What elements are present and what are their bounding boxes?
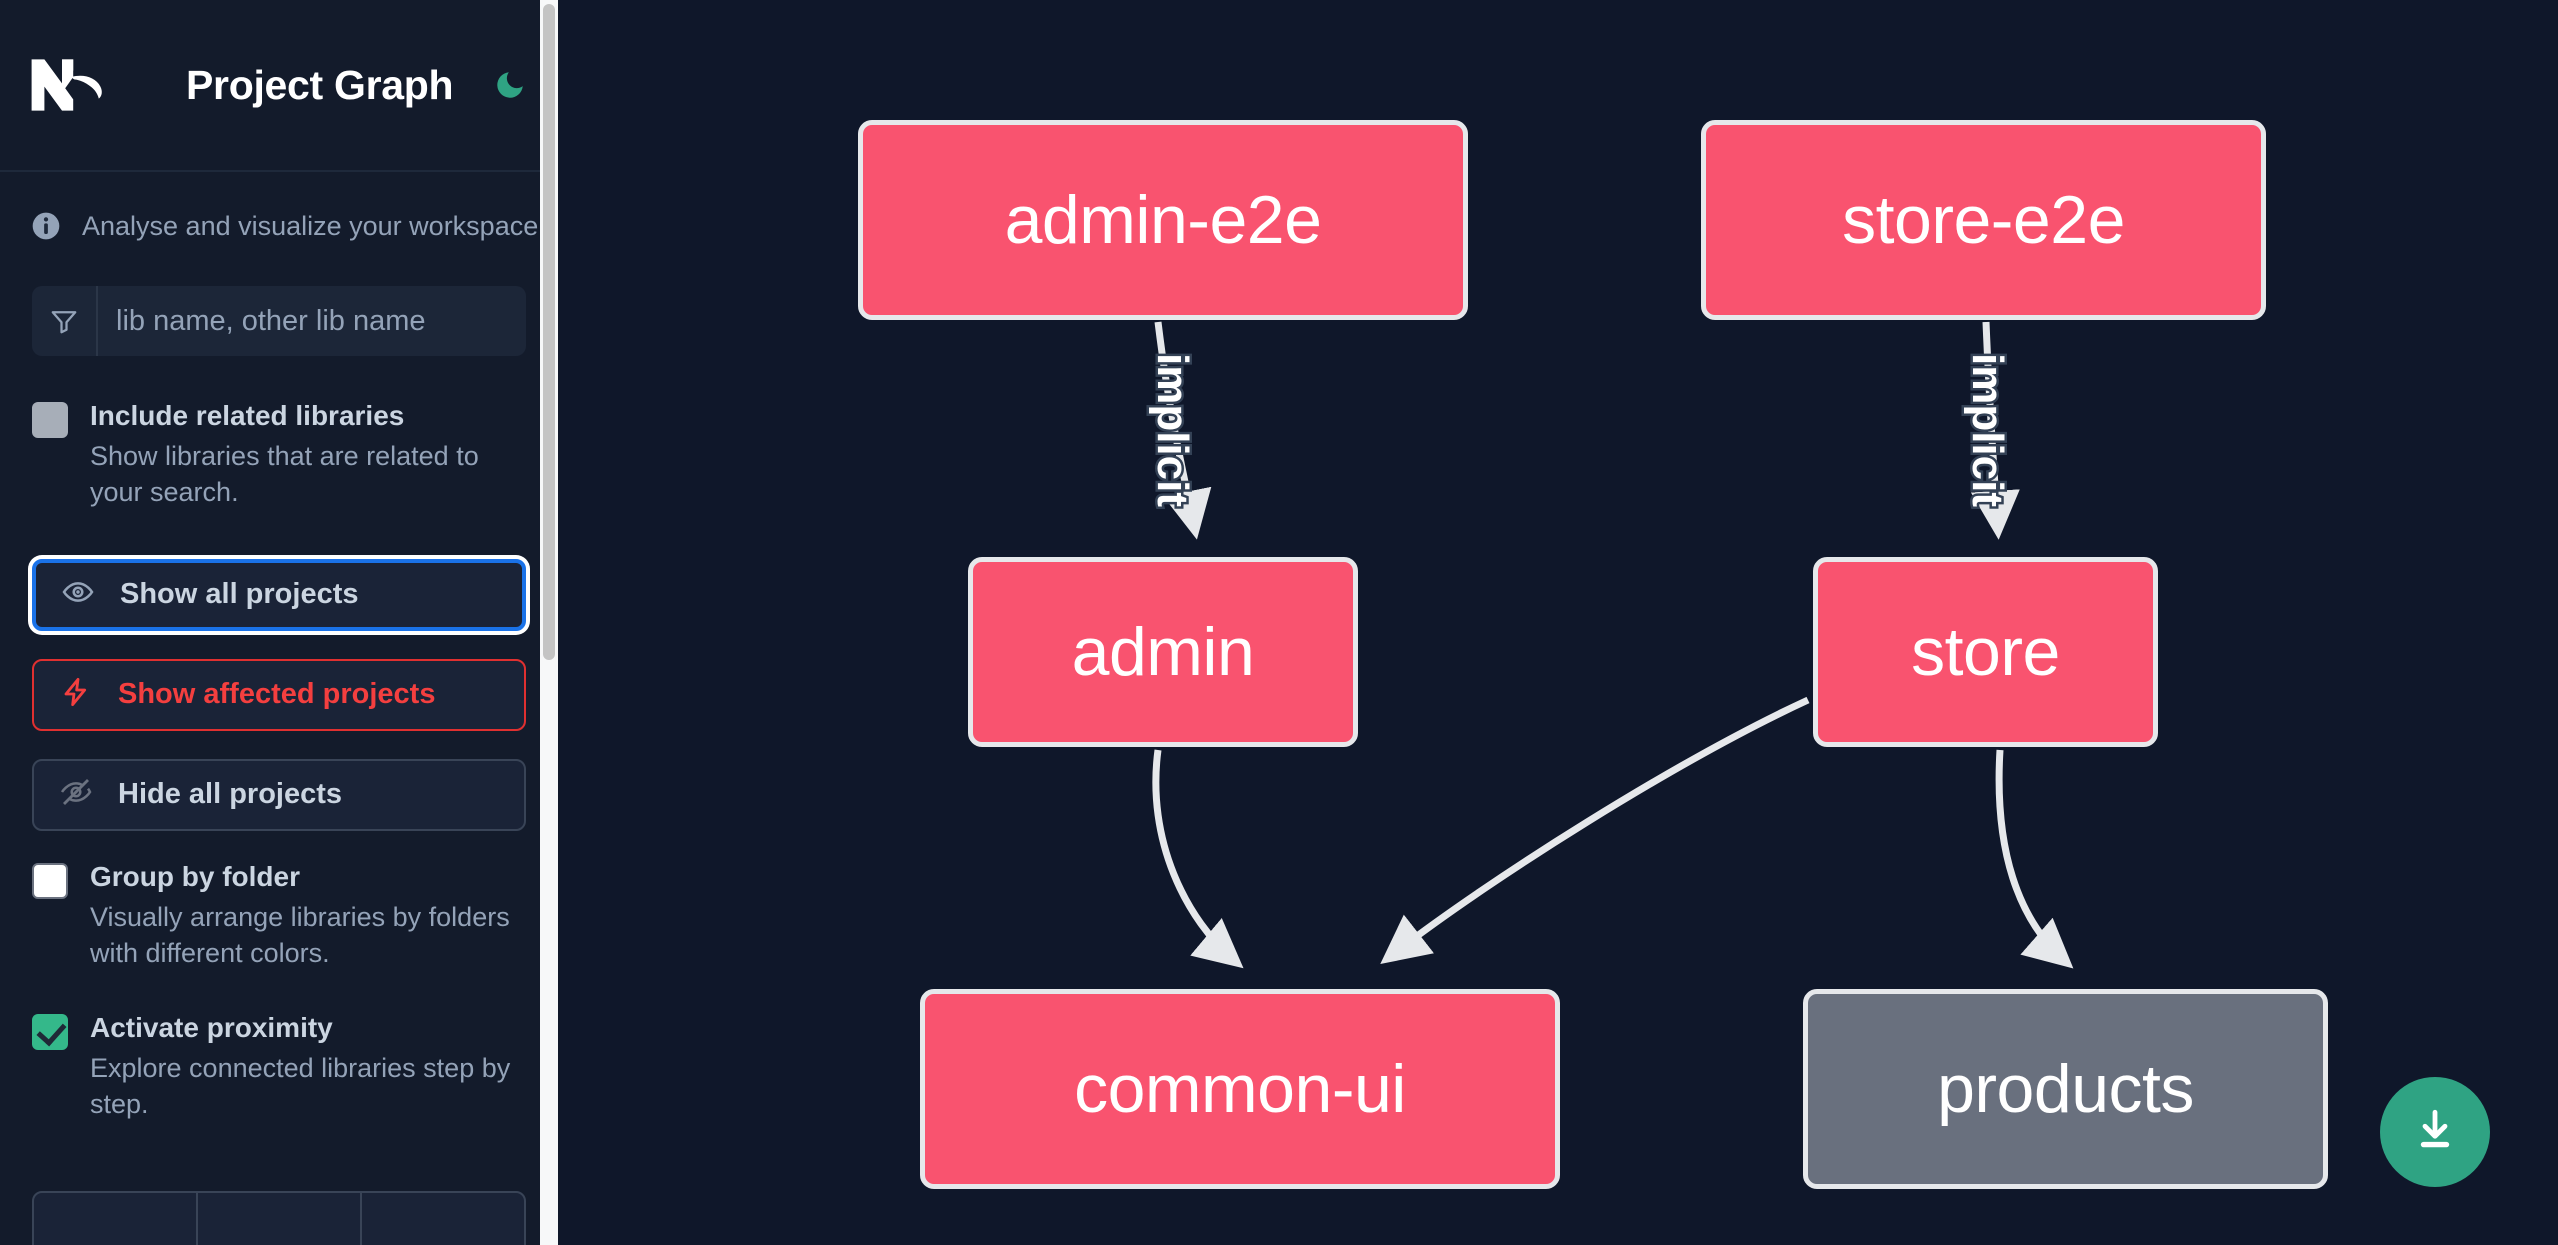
option-title: Group by folder: [90, 860, 300, 892]
option-description: Explore connected libraries step by step…: [90, 1052, 511, 1120]
sidebar-scrollbar-thumb[interactable]: [543, 4, 555, 660]
lightning-icon: [60, 676, 92, 713]
edge-store-products: [1995, 749, 2074, 969]
graph-node-products[interactable]: products: [1803, 989, 2328, 1189]
button-label: Show affected projects: [118, 678, 436, 711]
edge-label-implicit-admin: implicit: [1148, 353, 1197, 507]
graph-canvas[interactable]: implicit implicit admin-e2e store-e2e ad…: [558, 0, 2558, 1245]
graph-node-store[interactable]: store: [1813, 557, 2158, 747]
filter-section: [0, 286, 558, 356]
option-activate-proximity[interactable]: Activate proximity Explore connected lib…: [0, 1010, 558, 1123]
subtitle-text: Analyse and visualize your workspace.: [82, 210, 546, 241]
download-icon: [2410, 1105, 2460, 1160]
proximity-step-segmented-control[interactable]: [32, 1191, 526, 1245]
option-title: Include related libraries: [90, 400, 405, 431]
option-group-by-folder[interactable]: Group by folder Visually arrange librari…: [0, 859, 558, 972]
eye-off-icon: [60, 776, 92, 813]
option-include-related-libraries[interactable]: Include related libraries Show libraries…: [0, 398, 558, 511]
show-all-projects-button[interactable]: Show all projects: [32, 558, 526, 631]
sidebar-header: Project Graph: [0, 0, 558, 172]
project-visibility-buttons: Show all projects Show affected projects: [0, 558, 558, 831]
edge-store-common-ui: [1380, 696, 1810, 965]
checkbox-activate-proximity[interactable]: [32, 1013, 68, 1050]
graph-node-admin-e2e[interactable]: admin-e2e: [858, 120, 1468, 320]
funnel-icon: [32, 286, 98, 356]
search-input[interactable]: [98, 286, 526, 356]
option-description: Show libraries that are related to your …: [90, 441, 479, 508]
graph-node-common-ui[interactable]: common-ui: [920, 989, 1560, 1189]
sidebar: Project Graph Analyse and visualize your…: [0, 0, 558, 1245]
segment-option-2[interactable]: [198, 1193, 362, 1245]
info-icon: [30, 210, 62, 242]
graph-node-admin[interactable]: admin: [968, 557, 1358, 747]
graph-edges: implicit implicit: [1146, 321, 2074, 969]
checkbox-group-by-folder[interactable]: [32, 862, 68, 899]
hide-all-projects-button[interactable]: Hide all projects: [32, 758, 526, 831]
button-label: Show all projects: [120, 578, 359, 611]
button-label: Hide all projects: [118, 778, 343, 811]
page-title: Project Graph: [186, 61, 454, 108]
workspace-subtitle: Analyse and visualize your workspace.: [0, 172, 558, 280]
filter-box[interactable]: [32, 286, 526, 356]
download-button[interactable]: [2380, 1077, 2490, 1187]
segment-option-1[interactable]: [34, 1193, 198, 1245]
edge-label-implicit-store: implicit: [1963, 353, 2012, 507]
eye-icon: [62, 576, 94, 613]
option-title: Activate proximity: [90, 1011, 333, 1043]
nx-logo: [30, 53, 126, 117]
show-affected-projects-button[interactable]: Show affected projects: [32, 658, 526, 731]
graph-node-store-e2e[interactable]: store-e2e: [1701, 120, 2266, 320]
moon-icon[interactable]: [491, 63, 528, 107]
sidebar-scrollbar[interactable]: [540, 0, 558, 1245]
segment-option-3[interactable]: [362, 1193, 524, 1245]
checkbox-include-related-libraries[interactable]: [32, 402, 68, 438]
option-description: Visually arrange libraries by folders wi…: [90, 901, 510, 969]
edge-admin-common-ui: [1152, 749, 1244, 969]
edge-store-e2e-store: [1970, 321, 2020, 540]
edge-admin-e2e-admin: [1154, 321, 1212, 540]
